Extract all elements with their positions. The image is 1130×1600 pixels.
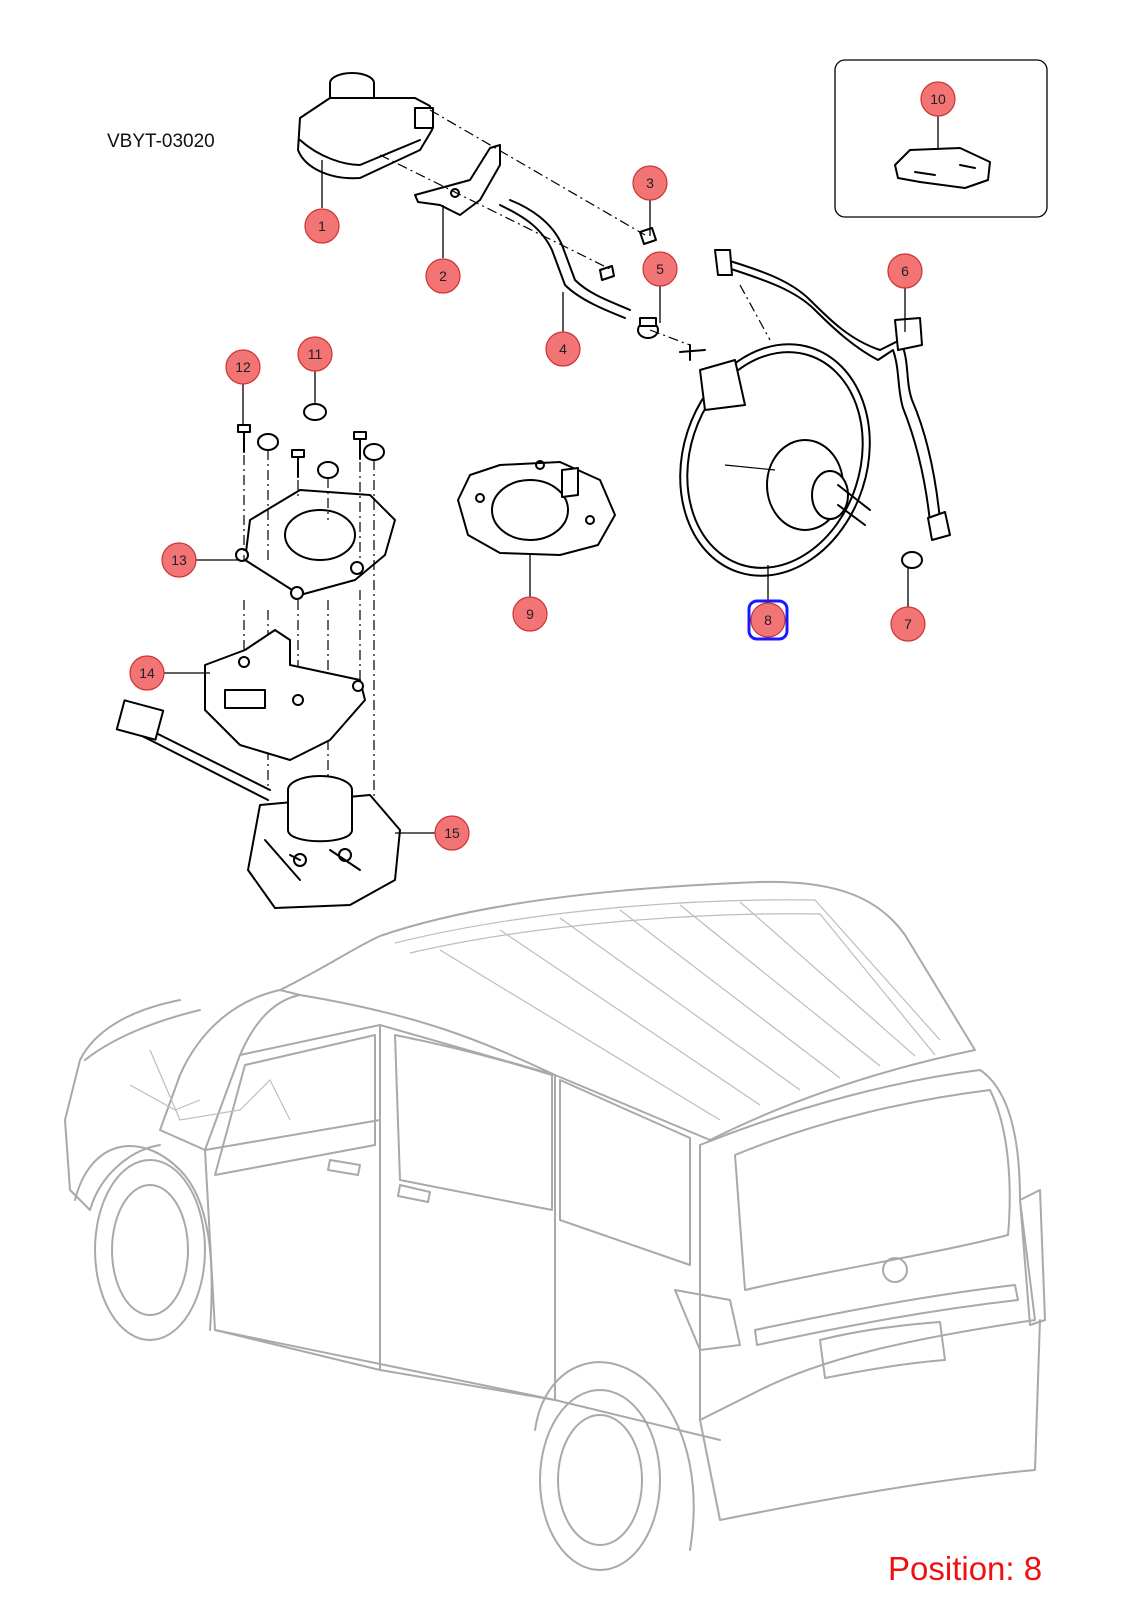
- callout-14-label: 14: [139, 665, 155, 681]
- callout-7-label: 7: [904, 616, 912, 632]
- brake-fluid-reservoir: [297, 72, 434, 180]
- callout-13-label: 13: [171, 552, 187, 568]
- booster-clamp: [901, 551, 923, 569]
- callout-10[interactable]: 10: [920, 81, 956, 117]
- reservoir-bracket: [414, 144, 501, 216]
- callout-1[interactable]: 1: [304, 208, 340, 244]
- callout-8[interactable]: 8: [747, 599, 789, 641]
- callout-9[interactable]: 9: [512, 596, 548, 632]
- callout-12-label: 12: [235, 359, 251, 375]
- diagram-code: VBYT-03020: [107, 131, 215, 152]
- vacuum-hose: [714, 249, 951, 541]
- modulator-mounting-plate: [235, 489, 396, 600]
- callout-15-label: 15: [444, 825, 460, 841]
- callout-10-label: 10: [930, 91, 946, 107]
- hose-clamp: [637, 317, 659, 339]
- fluid-hose: [499, 204, 626, 319]
- callout-5[interactable]: 5: [642, 251, 678, 287]
- callout-4[interactable]: 4: [545, 331, 581, 367]
- callout-11-label: 11: [308, 346, 323, 362]
- selected-callout-highlight: [747, 599, 789, 641]
- abs-modulator: [115, 699, 401, 909]
- callout-2[interactable]: 2: [425, 258, 461, 294]
- position-indicator: Position: 8: [888, 1550, 1043, 1587]
- detail-inset-frame: [834, 59, 1048, 218]
- callout-5-label: 5: [656, 261, 664, 277]
- callout-2-label: 2: [439, 268, 447, 284]
- callout-3-label: 3: [646, 175, 654, 191]
- callout-14[interactable]: 14: [129, 655, 165, 691]
- booster-gasket: [457, 460, 616, 556]
- brake-components: [115, 59, 1048, 909]
- callout-12[interactable]: 12: [225, 349, 261, 385]
- pressure-sensor: [834, 59, 1048, 218]
- callout-9-label: 9: [526, 606, 534, 622]
- callout-3[interactable]: 3: [632, 165, 668, 201]
- mounting-hardware: [237, 403, 385, 479]
- callout-6-label: 6: [901, 263, 909, 279]
- callout-13[interactable]: 13: [161, 542, 197, 578]
- callout-11[interactable]: 11: [297, 336, 333, 372]
- bolt-3: [599, 227, 657, 281]
- callout-leaders: [164, 116, 939, 834]
- callout-4-label: 4: [559, 341, 567, 357]
- brake-booster: [679, 343, 871, 577]
- modulator-bracket: [204, 629, 366, 761]
- callout-15[interactable]: 15: [434, 815, 470, 851]
- callout-8-label: 8: [764, 612, 772, 628]
- vehicle-illustration: [64, 880, 1046, 1571]
- callout-6[interactable]: 6: [887, 253, 923, 289]
- callout-7[interactable]: 7: [890, 606, 926, 642]
- callout-1-label: 1: [318, 218, 326, 234]
